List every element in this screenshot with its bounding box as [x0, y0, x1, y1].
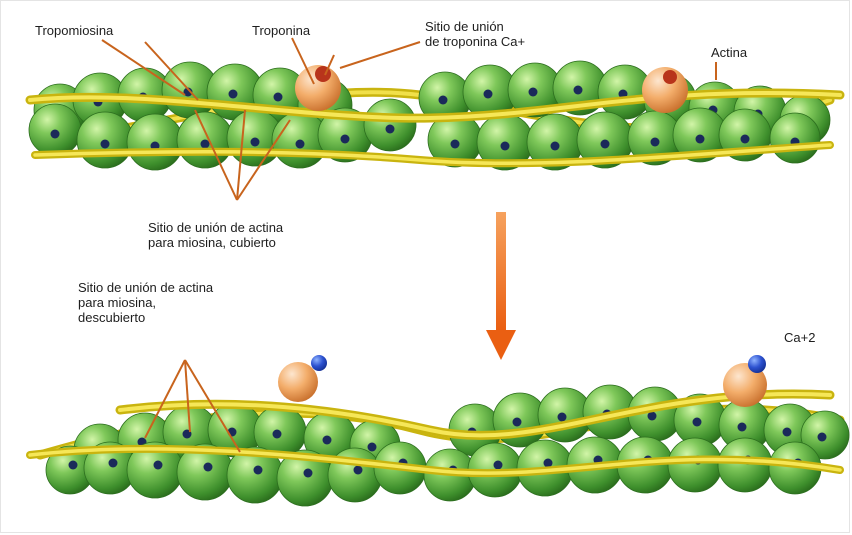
- binding-site-dot: [204, 463, 213, 472]
- binding-site-dot: [109, 459, 118, 468]
- binding-site-dot: [693, 418, 702, 427]
- binding-site-dot: [251, 138, 260, 147]
- binding-site-dot: [651, 138, 660, 147]
- label-tropomiosina: Tropomiosina: [35, 23, 113, 38]
- label-sitio-cubierto: Sitio de unión de actina para miosina, c…: [148, 220, 283, 250]
- binding-site-dot: [154, 461, 163, 470]
- binding-site-dot: [696, 135, 705, 144]
- binding-site-dot: [354, 466, 363, 475]
- binding-site-dot: [484, 90, 493, 99]
- down-arrow-icon: [486, 212, 516, 360]
- binding-site-dot: [741, 135, 750, 144]
- leader-sitio-troponina-1: [340, 42, 420, 68]
- actin-monomer: [770, 113, 820, 163]
- binding-site-dot: [451, 140, 460, 149]
- binding-site-dot: [513, 418, 522, 427]
- top-troponin-2: [642, 67, 688, 113]
- binding-site-dot: [296, 140, 305, 149]
- bottom-troponin-2: [723, 355, 767, 407]
- top-actin-filament: [29, 61, 840, 170]
- actin-monomer: [364, 99, 416, 151]
- binding-site-dot: [558, 413, 567, 422]
- binding-site-dot: [69, 461, 78, 470]
- actin-monomer: [668, 438, 722, 492]
- binding-site-dot: [51, 130, 60, 139]
- binding-site-dot: [101, 140, 110, 149]
- actin-monomer: [77, 112, 133, 168]
- top-troponin-1: [295, 65, 341, 111]
- binding-site-dot: [274, 93, 283, 102]
- actin-monomer: [127, 114, 183, 170]
- label-calcio: Ca+2: [784, 330, 815, 345]
- label-actina: Actina: [711, 45, 747, 60]
- label-sitio-union-troponina: Sitio de unión de troponina Ca+: [425, 19, 525, 49]
- binding-site-dot: [551, 142, 560, 151]
- binding-site-dot: [439, 96, 448, 105]
- actin-monomer: [29, 104, 81, 156]
- bottom-troponin-1: [278, 355, 327, 402]
- binding-site-dot: [818, 433, 827, 442]
- binding-site-dot: [501, 142, 510, 151]
- binding-site-dot: [254, 466, 263, 475]
- binding-site-dot: [341, 135, 350, 144]
- binding-site-dot: [574, 86, 583, 95]
- binding-site-dot: [529, 88, 538, 97]
- binding-site-dot: [783, 428, 792, 437]
- binding-site-dot: [368, 443, 377, 452]
- label-troponina: Troponina: [252, 23, 310, 38]
- binding-site-dot: [601, 140, 610, 149]
- binding-site-dot: [273, 430, 282, 439]
- binding-site-dot: [494, 461, 503, 470]
- bottom-actin-filament: [30, 355, 849, 506]
- binding-site-dot: [738, 423, 747, 432]
- label-sitio-descubierto: Sitio de unión de actina para miosina, d…: [78, 280, 213, 325]
- binding-site-dot: [323, 436, 332, 445]
- binding-site-dot: [201, 140, 210, 149]
- binding-site-dot: [304, 469, 313, 478]
- binding-site-dot: [229, 90, 238, 99]
- binding-site-dot: [386, 125, 395, 134]
- actin-monomer: [177, 112, 233, 168]
